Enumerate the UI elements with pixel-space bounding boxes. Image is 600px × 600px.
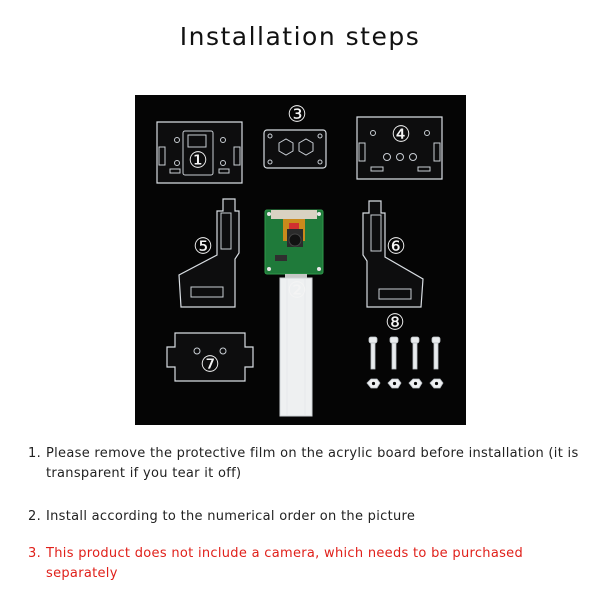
- step-number: 1.: [28, 446, 42, 461]
- step-text: Please remove the protective film on the…: [46, 446, 579, 481]
- step-text: This product does not include a camera, …: [46, 546, 524, 581]
- step-number: 2.: [28, 509, 42, 524]
- label-1: ①: [188, 149, 208, 174]
- instruction-step-1: 1. Please remove the protective film on …: [28, 444, 588, 484]
- part-3-hex-plate: ③: [263, 103, 327, 169]
- part-4-plate: ④: [356, 116, 443, 180]
- label-3: ③: [287, 103, 307, 128]
- page-title: Installation steps: [179, 22, 421, 51]
- parts-photo: ① ③: [135, 95, 466, 425]
- label-8: ⑧: [385, 311, 405, 336]
- label-6: ⑥: [386, 235, 406, 260]
- part-1-base-plate: ①: [156, 121, 243, 184]
- part-8-screws-and-nuts: ⑧: [366, 311, 444, 389]
- part-2-camera-module: ②: [264, 209, 324, 417]
- step-number: 3.: [28, 546, 42, 561]
- step-text: Install according to the numerical order…: [46, 509, 416, 524]
- label-2: ②: [287, 279, 307, 304]
- label-4: ④: [391, 123, 411, 148]
- instruction-step-3-warning: 3. This product does not include a camer…: [28, 544, 588, 584]
- instruction-step-2: 2. Install according to the numerical or…: [28, 507, 588, 527]
- part-5-bracket: ⑤: [178, 198, 240, 308]
- part-6-bracket: ⑥: [362, 200, 424, 308]
- part-7-plate: ⑦: [166, 332, 254, 382]
- label-5: ⑤: [193, 235, 213, 260]
- label-7: ⑦: [200, 353, 220, 378]
